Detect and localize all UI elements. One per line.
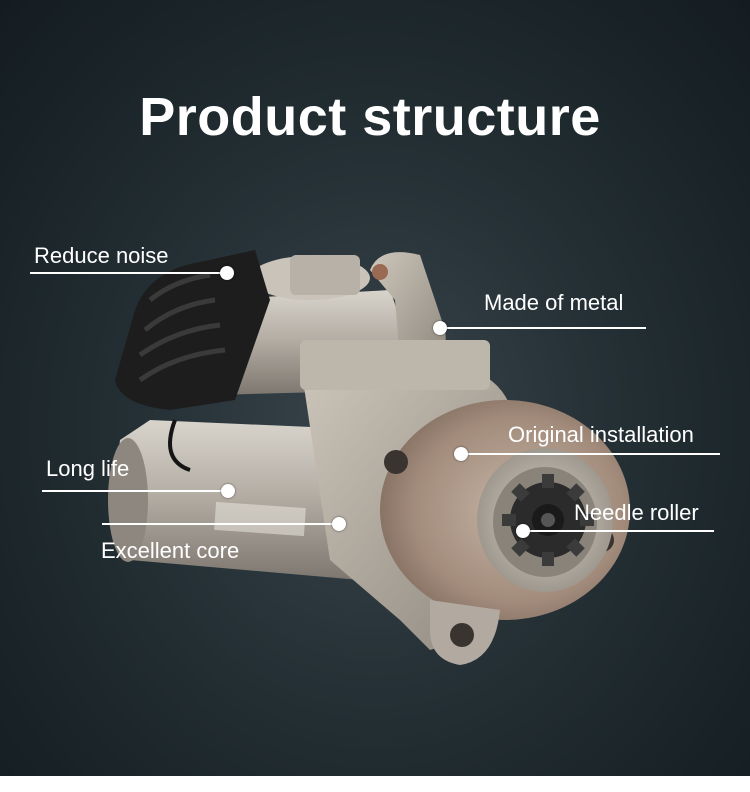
callout-dot <box>332 517 346 531</box>
starter-motor-image <box>108 250 630 665</box>
terminal-elbow <box>370 252 446 365</box>
callout-dot <box>433 321 447 335</box>
callout-label: Reduce noise <box>34 243 169 268</box>
callout-label: Made of metal <box>484 290 624 315</box>
callout-label: Original installation <box>508 422 694 447</box>
callout-line <box>30 272 228 274</box>
callout-line <box>440 327 646 329</box>
terminal-bolt <box>372 264 388 280</box>
wire <box>168 419 191 472</box>
flange-hole-left <box>384 450 408 474</box>
solenoid-post <box>290 255 360 295</box>
callout-dot <box>454 447 468 461</box>
page-title: Product structure <box>139 87 601 147</box>
mounting-bracket <box>300 340 490 390</box>
product-banner: Product structure <box>0 0 750 776</box>
callout-line <box>524 530 714 532</box>
callout-line <box>462 453 720 455</box>
callout-line <box>42 490 228 492</box>
label-sticker <box>214 501 306 537</box>
callout-dot <box>220 266 234 280</box>
flange-hole-bottom <box>450 623 474 647</box>
callout-label: Needle roller <box>574 500 699 525</box>
callout-label: Long life <box>46 456 130 481</box>
callout-line <box>102 523 340 525</box>
callout-label: Excellent core <box>101 538 240 563</box>
motor-end-cap <box>108 438 148 562</box>
motor-body <box>117 420 381 580</box>
pinion-gear <box>502 474 594 566</box>
callout-dot <box>516 524 530 538</box>
callout-dot <box>221 484 235 498</box>
